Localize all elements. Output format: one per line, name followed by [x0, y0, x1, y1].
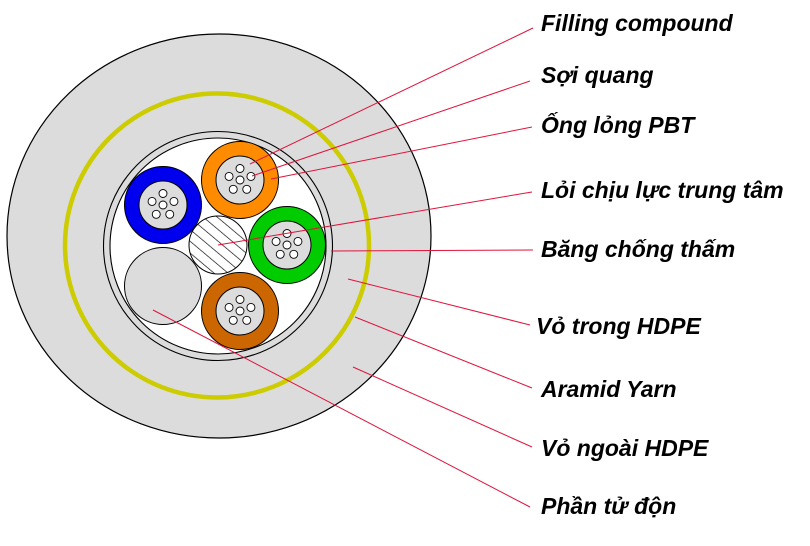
optical-fiber [235, 175, 245, 185]
optical-fiber [275, 249, 285, 259]
optical-fiber [246, 302, 256, 312]
optical-fiber [158, 189, 168, 198]
optical-fiber [282, 240, 292, 250]
label-optical-fiber: Sợi quang [541, 62, 654, 88]
label-water-blocking-tape: Băng chống thấm [541, 236, 736, 262]
optical-fiber [235, 164, 245, 173]
leader-line-filling-compound [249, 27, 534, 165]
brown-loose-tube [201, 272, 279, 350]
leader-line-loose-tube-pbt [270, 126, 533, 180]
filler-element [124, 247, 202, 325]
blue-loose-tube [124, 166, 202, 244]
optical-fiber [224, 171, 234, 181]
optical-fiber [158, 200, 168, 210]
orange-loose-tube [201, 141, 279, 219]
optical-fiber [246, 171, 256, 181]
optical-fiber [289, 249, 299, 259]
leader-line-central-strength-member [217, 191, 533, 246]
label-filling-compound: Filling compound [541, 10, 733, 36]
leader-line-inner-hdpe-sheath [347, 278, 531, 326]
optical-fiber [271, 236, 281, 246]
optical-fiber [151, 209, 161, 219]
optical-fiber [293, 236, 303, 246]
optical-fiber [242, 315, 252, 325]
optical-fiber [228, 184, 238, 194]
label-aramid-yarn: Aramid Yarn [541, 376, 677, 402]
optical-fiber [235, 306, 245, 316]
optical-fiber [165, 209, 175, 219]
label-loose-tube-pbt: Ống lỏng PBT [541, 112, 695, 138]
leader-line-optical-fiber [251, 80, 531, 177]
green-loose-tube [248, 206, 326, 284]
optical-fiber [169, 196, 179, 206]
label-inner-hdpe-sheath: Vỏ trong HDPE [536, 313, 701, 339]
label-filler-element: Phần tử độn [541, 493, 677, 519]
optical-fiber [224, 302, 234, 312]
optical-fiber [228, 315, 238, 325]
label-central-strength-member: Lỏi chịu lực trung tâm [541, 177, 784, 203]
leader-line-aramid-yarn [354, 316, 533, 389]
leader-line-outer-hdpe-sheath [352, 366, 533, 448]
leader-line-filler-element [152, 309, 531, 508]
leader-line-water-blocking-tape [330, 249, 534, 252]
optical-fiber [235, 295, 245, 304]
optical-fiber [242, 184, 252, 194]
optical-fiber [147, 196, 157, 206]
aramid-yarn-ring [62, 91, 372, 400]
label-outer-hdpe-sheath: Vỏ ngoài HDPE [541, 435, 709, 461]
